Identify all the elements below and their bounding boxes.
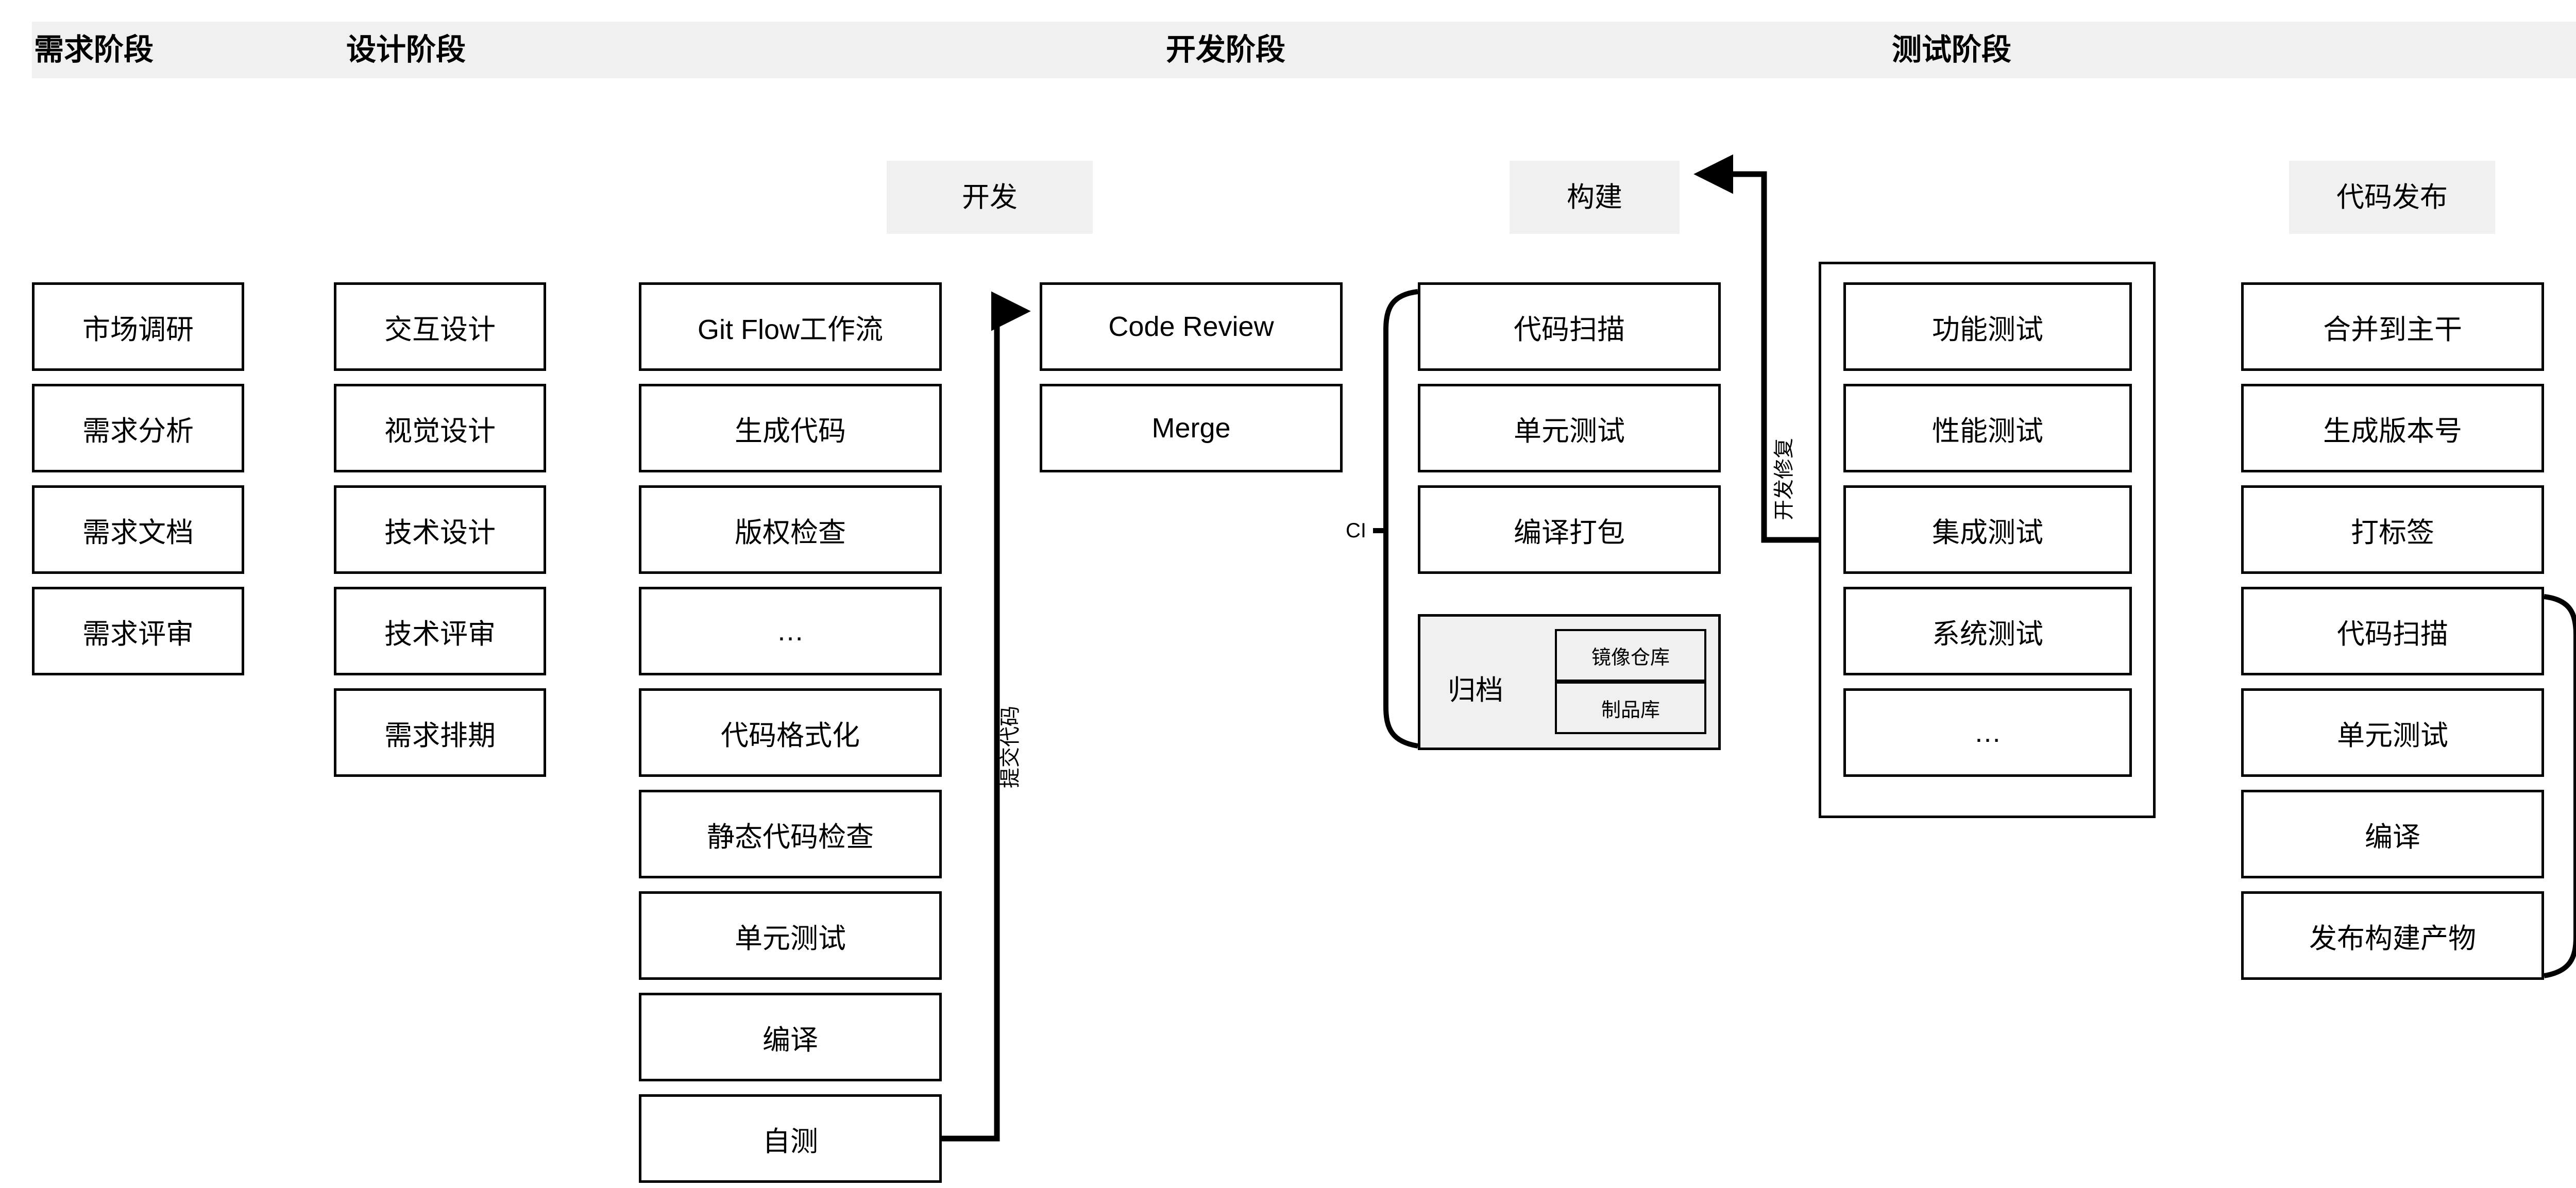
subhead-code-release: 代码发布 (2289, 161, 2495, 234)
task-box-integration-test[interactable]: 集成测试 (1843, 485, 2132, 574)
task-box-dev-unit-test[interactable]: 单元测试 (639, 891, 942, 980)
task-box-static-code-check[interactable]: 静态代码检查 (639, 790, 942, 878)
subhead-development: 开发 (887, 161, 1093, 234)
task-box-requirement-schedule[interactable]: 需求排期 (334, 688, 546, 777)
task-box-test-ellipsis[interactable]: … (1843, 688, 2132, 777)
task-box-tag[interactable]: 打标签 (2241, 485, 2544, 574)
task-box-requirement-review[interactable]: 需求评审 (32, 587, 244, 675)
task-box-generate-version[interactable]: 生成版本号 (2241, 384, 2544, 472)
task-box-publish-artifacts[interactable]: 发布构建产物 (2241, 891, 2544, 980)
task-box-artifact-repo[interactable]: 制品库 (1555, 682, 1706, 734)
task-box-generate-code[interactable]: 生成代码 (639, 384, 942, 472)
task-box-requirement-analysis[interactable]: 需求分析 (32, 384, 244, 472)
ci-brace-release (2544, 594, 2576, 978)
phase-banner (32, 22, 2576, 78)
ci-brace-build (1373, 289, 1418, 749)
task-box-release-code-scan[interactable]: 代码扫描 (2241, 587, 2544, 675)
task-box-market-research[interactable]: 市场调研 (32, 282, 244, 371)
task-box-release-unit-test[interactable]: 单元测试 (2241, 688, 2544, 777)
task-box-git-flow[interactable]: Git Flow工作流 (639, 282, 942, 371)
task-box-merge[interactable]: Merge (1040, 384, 1343, 472)
task-box-system-test[interactable]: 系统测试 (1843, 587, 2132, 675)
task-box-image-registry[interactable]: 镜像仓库 (1555, 629, 1706, 682)
phase-label-requirement: 需求阶段 (34, 33, 154, 66)
task-box-code-format[interactable]: 代码格式化 (639, 688, 942, 777)
phase-label-design: 设计阶段 (346, 33, 466, 66)
task-box-requirement-doc[interactable]: 需求文档 (32, 485, 244, 574)
task-box-functional-test[interactable]: 功能测试 (1843, 282, 2132, 371)
edge-label-dev-fix: 开发修复 (1773, 438, 1795, 520)
task-box-build-unit-test[interactable]: 单元测试 (1418, 384, 1721, 472)
task-box-technical-review[interactable]: 技术评审 (334, 587, 546, 675)
task-box-code-review[interactable]: Code Review (1040, 282, 1343, 371)
edge-label-submit-code: 提交代码 (999, 706, 1022, 788)
task-box-visual-design[interactable]: 视觉设计 (334, 384, 546, 472)
phase-label-development: 开发阶段 (1166, 33, 1286, 66)
task-box-dev-ellipsis[interactable]: … (639, 587, 942, 675)
task-box-performance-test[interactable]: 性能测试 (1843, 384, 2132, 472)
task-box-compile-package[interactable]: 编译打包 (1418, 485, 1721, 574)
task-box-merge-to-trunk[interactable]: 合并到主干 (2241, 282, 2544, 371)
task-box-copyright-check[interactable]: 版权检查 (639, 485, 942, 574)
task-box-release-compile[interactable]: 编译 (2241, 790, 2544, 878)
ci-label-build: CI (1346, 519, 1366, 542)
task-box-technical-design[interactable]: 技术设计 (334, 485, 546, 574)
phase-label-test: 测试阶段 (1892, 33, 2012, 66)
task-box-self-test[interactable]: 自测 (639, 1094, 942, 1183)
task-box-build-code-scan[interactable]: 代码扫描 (1418, 282, 1721, 371)
task-box-dev-compile[interactable]: 编译 (639, 993, 942, 1081)
subhead-build: 构建 (1510, 161, 1680, 234)
archive-label: 归档 (1448, 675, 1503, 706)
task-box-interaction-design[interactable]: 交互设计 (334, 282, 546, 371)
